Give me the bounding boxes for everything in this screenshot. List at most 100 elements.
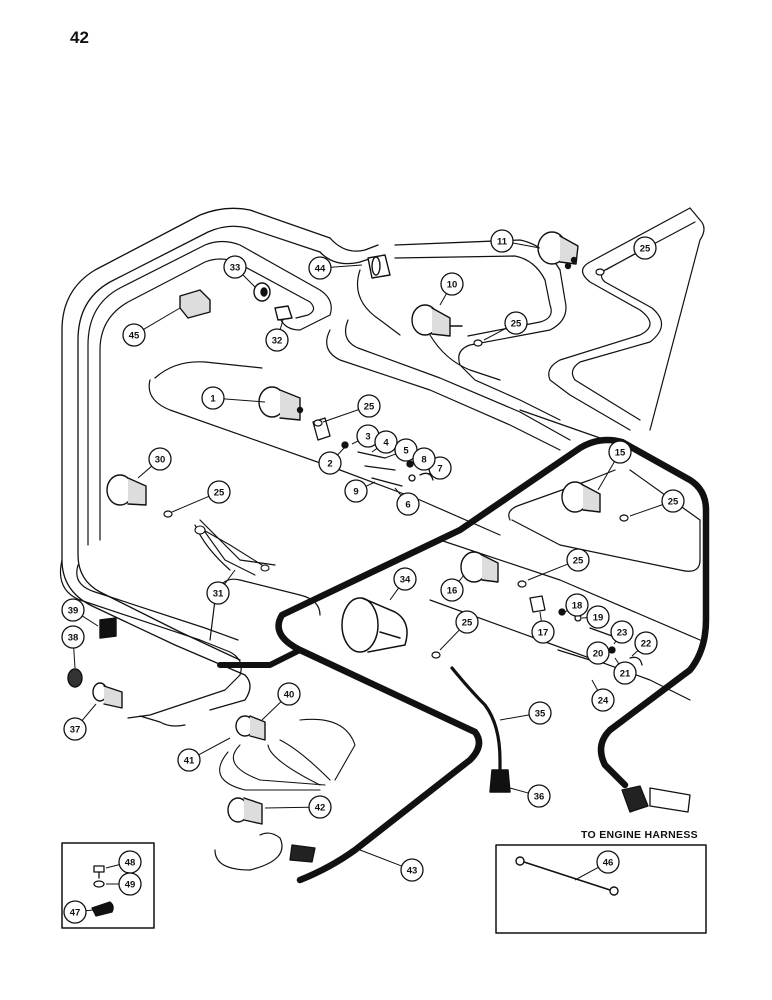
callout-43: 43 [400,858,424,882]
callout-40: 40 [277,682,301,706]
leader-line-39 [81,615,99,627]
leader-line-38 [73,647,76,669]
callout-circle [207,480,231,504]
callout-16: 16 [440,578,464,602]
callout-25: 25 [566,548,590,572]
callout-25: 25 [455,610,479,634]
callout-32: 32 [265,328,289,352]
callout-label: 44 [315,264,326,275]
clip-39 [99,617,117,639]
ground-strap-46-ring-a [515,856,525,866]
callout-label: 25 [462,618,473,629]
callout-circle [613,661,637,685]
plug-36 [489,769,511,793]
callout-38: 38 [61,625,85,649]
part-38 [67,668,83,688]
leader-line-42 [264,806,310,809]
callout-label: 15 [615,448,626,459]
callout-5: 5 [394,438,418,462]
callout-circle [61,598,85,622]
callout-25: 25 [357,394,381,418]
callout-label: 17 [538,628,549,639]
callout-25: 25 [504,311,528,335]
callout-circle [504,311,528,335]
callout-label: 46 [603,858,614,869]
callout-circle [440,272,464,296]
callout-circle [596,850,620,874]
leader-line-4 [371,447,378,453]
callout-circle [586,641,610,665]
leader-line-21 [614,657,620,665]
main-harness-connector [289,844,316,863]
callout-label: 10 [447,280,458,291]
engine-connector [621,785,691,813]
inset-left-hardware [91,865,114,917]
callout-label: 43 [407,866,418,877]
callout-17: 17 [531,620,555,644]
callout-circle [308,795,332,819]
bulb-wire-31 [194,525,270,576]
leader-line-24 [591,679,599,691]
callout-label: 45 [129,331,140,342]
callout-label: 39 [68,606,79,617]
leader-line-33 [242,274,256,288]
callout-35: 35 [528,701,552,725]
callout-circle [308,256,332,280]
callout-circle [122,323,146,347]
leader-line-25 [527,563,568,581]
part-32 [274,305,293,321]
callout-label: 47 [70,908,81,919]
callout-circle [63,717,87,741]
callout-label: 18 [572,601,583,612]
main-harness-branch [217,647,303,668]
ground-strap-46-ring-b [609,886,619,896]
callout-label: 48 [125,858,136,869]
callout-label: 33 [230,263,241,274]
callout-circle [265,328,289,352]
callout-4: 4 [374,430,398,454]
callout-9: 9 [344,479,368,503]
leader-line-16 [458,574,465,582]
switch-42 [227,797,263,825]
callout-label: 21 [620,669,631,680]
callout-circle [633,236,657,260]
callout-label: 25 [364,402,375,413]
callout-circle [531,620,555,644]
leader-line-22 [631,650,639,657]
callout-15: 15 [608,440,632,464]
callout-label: 16 [447,586,458,597]
callout-circle [148,447,172,471]
callout-41: 41 [177,748,201,772]
part-33 [253,282,271,302]
callout-36: 36 [527,784,551,808]
callout-circle [61,625,85,649]
leader-line-25 [605,252,636,271]
callout-37: 37 [63,717,87,741]
gauge-30 [106,474,147,506]
leader-line-17 [539,611,542,622]
page-number: 42 [70,28,89,47]
leader-line-2 [337,446,346,456]
callout-label: 5 [403,446,409,457]
callout-label: 31 [213,589,224,600]
callout-8: 8 [412,447,436,471]
callout-circle [396,492,420,516]
callout-label: 35 [535,709,546,720]
callout-39: 39 [61,598,85,622]
leader-line-44 [330,264,363,268]
thin-harness-middle [148,269,571,536]
callout-label: 25 [214,488,225,499]
callout-circle [661,489,685,513]
callout-label: 19 [593,613,604,624]
callout-label: 37 [70,725,81,736]
leader-line-5 [384,453,396,459]
callout-label: 40 [284,690,295,701]
leader-line-25 [439,629,460,651]
switch-45 [179,289,211,319]
leader-line-25 [171,495,210,513]
thin-harness-lower-left [59,519,321,727]
callout-label: 11 [497,237,508,248]
callout-34: 34 [393,567,417,591]
callout-label: 2 [327,459,332,470]
